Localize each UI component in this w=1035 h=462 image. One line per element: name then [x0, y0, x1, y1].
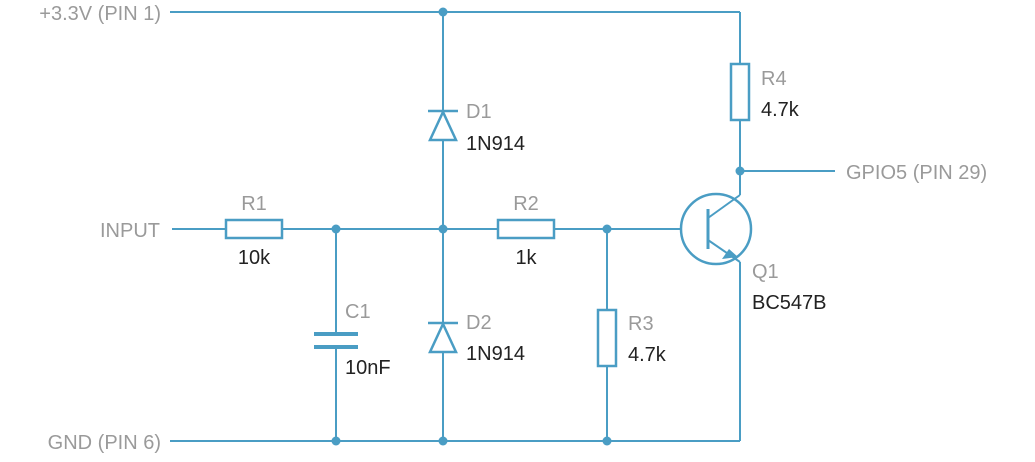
d1-diode [428, 109, 458, 142]
junction-dot [602, 224, 612, 234]
junction-dot [438, 224, 448, 234]
q1-value: BC547B [752, 292, 827, 314]
r3-value: 4.7k [628, 344, 667, 366]
junction-dot [331, 224, 341, 234]
junction-dot [735, 166, 745, 176]
d2-value: 1N914 [466, 343, 525, 365]
c1-ref: C1 [345, 301, 371, 323]
junction-dot [331, 436, 341, 446]
q1-transistor [679, 192, 753, 266]
d1-triangle [428, 109, 458, 142]
c1-value: 10nF [345, 357, 391, 379]
d2-ref: D2 [466, 312, 492, 334]
gnd-label: GND (PIN 6) [48, 432, 161, 454]
r3-resistor [596, 308, 618, 368]
r2-ref: R2 [513, 193, 539, 215]
r4-value: 4.7k [761, 99, 800, 121]
d1-ref: D1 [466, 101, 492, 123]
r4-resistor [729, 62, 751, 122]
q1-ref: Q1 [752, 261, 779, 283]
gpio-label: GPIO5 (PIN 29) [846, 162, 987, 184]
q1-collector-lead [707, 194, 741, 219]
r1-ref: R1 [241, 193, 267, 215]
r2-resistor [496, 218, 556, 240]
r1-resistor [224, 218, 284, 240]
wires [170, 11, 835, 442]
d2-triangle [428, 321, 458, 354]
r1-value: 10k [238, 247, 271, 269]
d1-value: 1N914 [466, 133, 525, 155]
d2-diode [428, 321, 458, 354]
c1-capacitor [314, 332, 358, 349]
junction-dot [438, 7, 448, 17]
junction-dot [602, 436, 612, 446]
r4-ref: R4 [761, 68, 787, 90]
r2-value: 1k [515, 247, 537, 269]
junctions [331, 7, 745, 446]
r3-ref: R3 [628, 313, 654, 335]
q1-emitter-lead [707, 239, 741, 263]
vcc-label: +3.3V (PIN 1) [39, 3, 161, 25]
input-label: INPUT [100, 220, 160, 242]
q1-body [679, 192, 753, 266]
junction-dot [438, 436, 448, 446]
q1-emitter-arrow [722, 249, 738, 259]
